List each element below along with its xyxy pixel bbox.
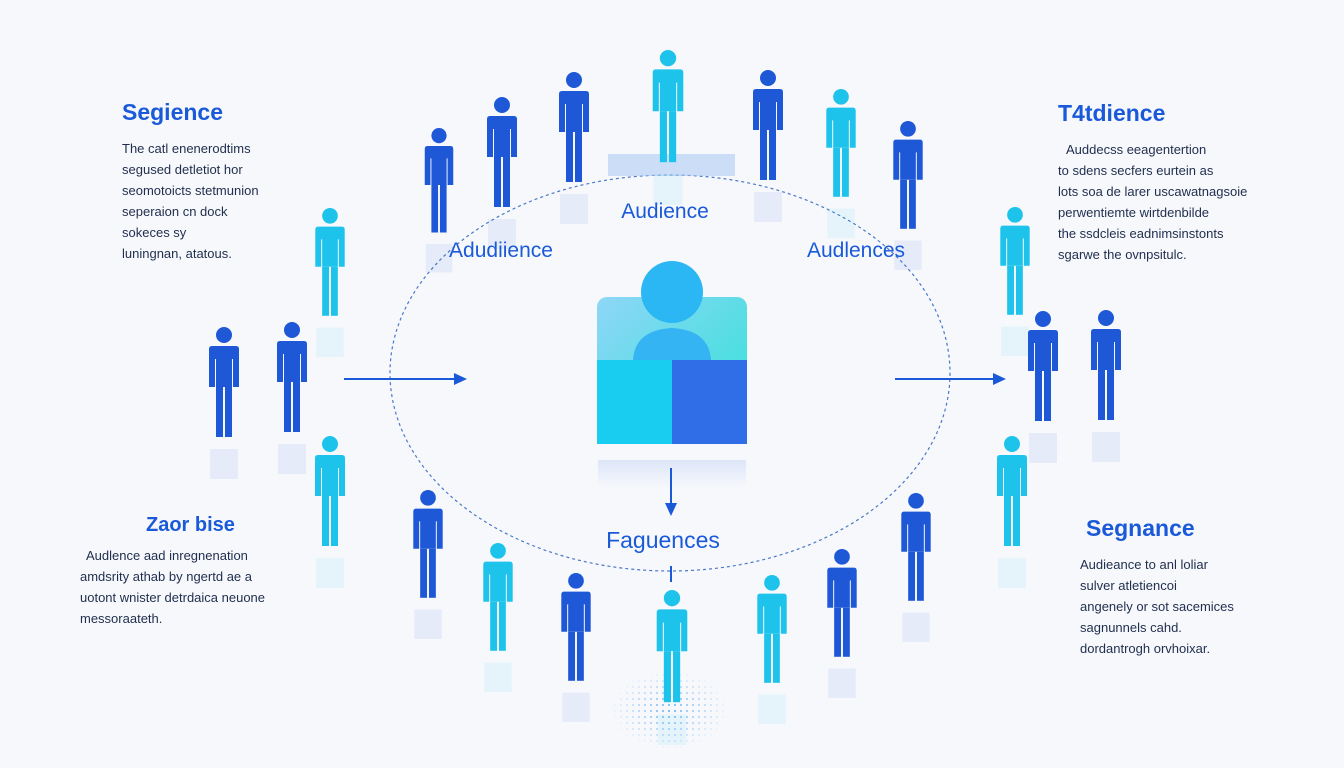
- top-bar: [608, 154, 735, 176]
- panel-line: Audieance to anl loliar: [1080, 557, 1208, 572]
- person-icon: [209, 327, 239, 479]
- panel-line: dordantrogh orvhoixar.: [1080, 641, 1211, 656]
- arrow-right: [895, 373, 1006, 385]
- panel-line: Audlence aad inregnenation: [86, 548, 248, 563]
- person-icon: [483, 543, 513, 692]
- user-profile-icon: [597, 261, 747, 488]
- person-icon: [1091, 310, 1121, 462]
- person-icon: [656, 590, 688, 746]
- panel-title: Segnance: [1086, 515, 1195, 541]
- person-icon: [413, 490, 443, 639]
- person-icon: [893, 121, 923, 270]
- panel-line: seperaion cn dock: [122, 204, 228, 219]
- person-icon: [315, 208, 345, 357]
- panel-line: sulver atletiencoi: [1080, 578, 1177, 593]
- person-icon: [997, 436, 1027, 588]
- panel-line: amdsrity athab by ngertd ae a: [80, 569, 252, 584]
- center-left-label: Adudiience: [449, 239, 553, 262]
- panel-title: Zaor bise: [146, 514, 235, 536]
- panel-line: Auddecss eeagentertion: [1066, 142, 1207, 157]
- person-icon: [315, 436, 345, 588]
- center-right-label: Audlences: [806, 239, 906, 262]
- person-icon: [753, 70, 783, 222]
- panel-line: angenely or sot sacemices: [1080, 599, 1234, 614]
- person-icon: [559, 72, 589, 224]
- panel-line: segused detletiot hor: [122, 162, 243, 177]
- center-bottom-label: Faguences: [606, 527, 720, 553]
- panel-line: seomotoicts stetmunion: [122, 183, 259, 198]
- panel-line: luningnan, atatous.: [122, 246, 232, 261]
- panel-top-right: T4tdience Auddecss eeagentertion to sden…: [1058, 100, 1288, 265]
- panel-line: uotont wnister detrdaica neuone: [80, 590, 266, 605]
- panel-line: perwentiemte wirtdenbilde: [1058, 205, 1210, 220]
- panel-line: sagnunnels cahd.: [1080, 620, 1182, 635]
- person-icon: [487, 97, 517, 249]
- panel-line: sokeces sy: [122, 225, 187, 240]
- panel-line: lots soa de larer uscawatnagsoie: [1058, 184, 1248, 199]
- person-icon: [827, 549, 857, 698]
- panel-line: The catl enenerodtims: [122, 141, 251, 156]
- panel-top-left: Segience The catl enenerodtims segused d…: [122, 99, 322, 264]
- person-icon: [826, 89, 856, 238]
- person-icon: [757, 575, 787, 724]
- person-icon: [901, 493, 931, 642]
- panel-line: sgarwe the ovnpsitulc.: [1058, 247, 1187, 262]
- panel-bottom-right: Segnance Audieance to anl loliar sulver …: [1080, 515, 1280, 659]
- panel-line: to sdens secfers eurtein as: [1058, 163, 1214, 178]
- panel-line: the ssdcleis eadnimsinstonts: [1058, 226, 1224, 241]
- person-icon: [1000, 207, 1030, 356]
- people-group: [209, 50, 1121, 746]
- person-icon: [652, 50, 684, 206]
- panel-bottom-left: Zaor bise Audlence aad inregnenation amd…: [80, 514, 320, 629]
- person-icon: [561, 573, 591, 722]
- panel-title: Segience: [122, 99, 223, 125]
- arrow-left: [344, 373, 467, 385]
- center-top-label: Audience: [621, 200, 709, 223]
- panel-title: T4tdience: [1058, 100, 1166, 126]
- panel-line: messoraateth.: [80, 611, 163, 626]
- person-icon: [1028, 311, 1058, 463]
- person-icon: [424, 128, 454, 273]
- person-icon: [277, 322, 307, 474]
